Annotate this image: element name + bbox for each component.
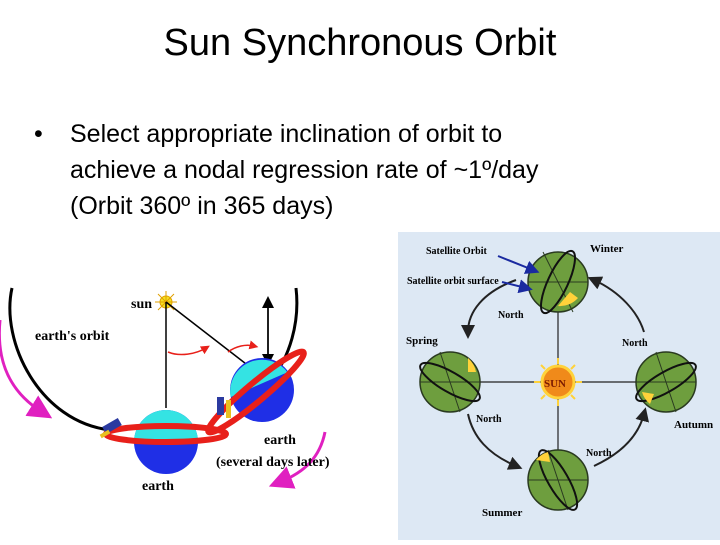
north-label-spring: North	[476, 414, 502, 425]
summer-label: Summer	[482, 507, 522, 519]
globe-spring	[419, 351, 481, 413]
satellite-orbit-label: Satellite Orbit	[426, 246, 487, 257]
satellite-orbit-surface-label: Satellite orbit surface	[407, 276, 499, 287]
globe-autumn	[635, 351, 697, 413]
winter-label: Winter	[590, 243, 624, 255]
seasonal-orbit-diagram: SUN	[398, 232, 720, 540]
earth-globe	[99, 410, 229, 474]
sun-label: sun	[131, 297, 152, 312]
earth-label: earth	[142, 479, 174, 494]
earth-later-sublabel: (several days later)	[216, 455, 330, 470]
bullet-line-2: achieve a nodal regression rate of ~1º/d…	[70, 156, 539, 184]
bullet-line-1: Select appropriate inclination of orbit …	[70, 120, 503, 148]
globe-summer	[527, 449, 589, 511]
bullet-text: Select appropriate inclination of orbit …	[70, 116, 700, 224]
slide-title: Sun Synchronous Orbit	[163, 22, 557, 64]
sun-icon	[534, 358, 582, 406]
magenta-arrow-left	[0, 320, 53, 419]
bullet-dot: •	[34, 120, 43, 148]
earth-later-label: earth	[264, 433, 296, 448]
north-label-summer: North	[586, 448, 612, 459]
earth-orbit-arc	[8, 287, 111, 432]
earth-orbit-diagram: sun earth's orbit earth earth (several d	[0, 282, 395, 540]
earth-globe-later	[205, 348, 307, 436]
magenta-arrow-right	[268, 431, 327, 489]
autumn-label: Autumn	[674, 419, 713, 431]
north-label-winter: North	[498, 310, 524, 321]
sun-label: SUN	[544, 378, 566, 390]
bullet-line-3: (Orbit 360º in 365 days)	[70, 192, 334, 220]
spring-label: Spring	[406, 335, 438, 347]
orbit-label: earth's orbit	[35, 329, 110, 344]
north-label-autumn: North	[622, 338, 648, 349]
